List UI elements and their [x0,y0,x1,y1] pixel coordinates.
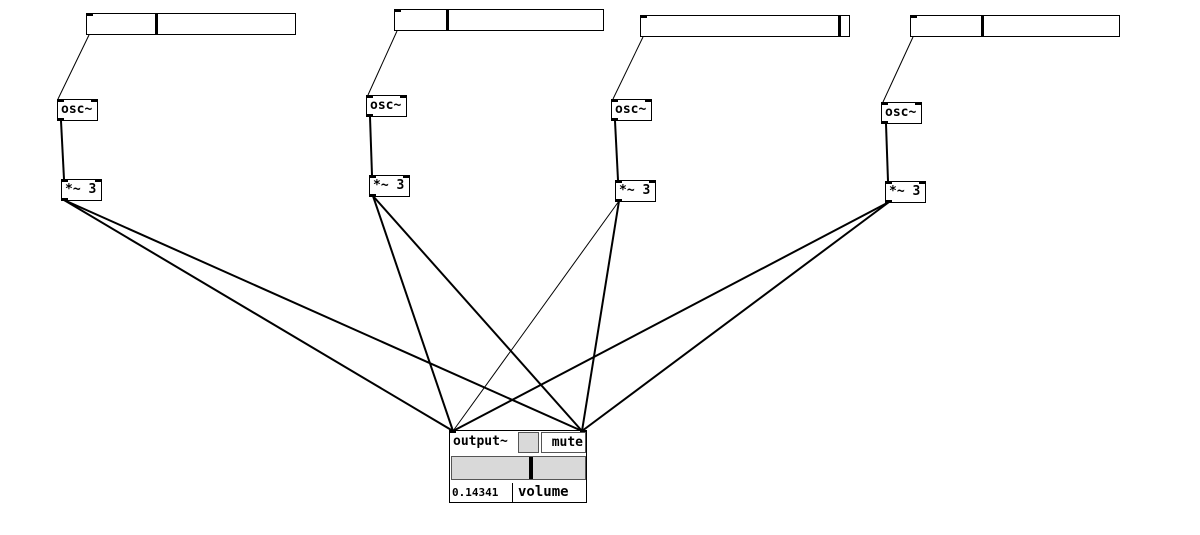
object-label: *~ 3 [373,178,405,193]
slider-inlet [394,9,401,12]
object-label: osc~ [61,102,93,117]
wire-osc1-mul1 [60,120,65,180]
wire-slider4-osc4 [882,36,914,103]
wire-osc4-mul4 [885,123,889,182]
multiply-object[interactable]: *~ 3 [369,175,410,197]
object-label: *~ 3 [65,182,97,197]
wire-mul3-out-right [581,200,620,432]
mute-button[interactable]: mute [541,432,586,453]
inlet [449,430,456,433]
volume-slider-knob[interactable] [529,457,533,479]
osc-object[interactable]: osc~ [611,99,652,121]
wire-slider1-osc1 [57,34,90,100]
inlet [61,179,68,182]
outlet [61,198,68,201]
multiply-object[interactable]: *~ 3 [615,180,656,202]
object-label: *~ 3 [619,183,651,198]
wire-slider2-osc2 [367,30,398,96]
inlet [645,99,652,102]
inlet [400,95,407,98]
inlet [366,95,373,98]
frequency-slider[interactable] [394,9,604,31]
inlet [611,99,618,102]
wire-mul4-out-right [581,201,890,432]
inlet [95,179,102,182]
slider-inlet [86,13,93,16]
wire-osc2-mul2 [369,116,373,176]
osc-object[interactable]: osc~ [366,95,407,117]
output-title: output~ [453,434,508,449]
outlet [366,114,373,117]
wire-mul1-out-left [63,199,454,432]
slider-knob[interactable] [838,16,841,36]
frequency-slider[interactable] [86,13,296,35]
inlet [580,430,587,433]
frequency-slider[interactable] [640,15,850,37]
wire-mul2-out-left [372,195,454,432]
wire-slider3-osc3 [612,36,644,100]
object-label: *~ 3 [889,184,921,199]
slider-inlet [640,15,647,18]
outlet [57,118,64,121]
inlet [369,175,376,178]
inlet [881,102,888,105]
wire-osc3-mul3 [614,120,619,181]
wire-mul1-out-right [63,199,583,432]
multiply-object[interactable]: *~ 3 [61,179,102,201]
outlet [881,121,888,124]
volume-slider[interactable] [451,456,586,480]
volume-number-box[interactable]: 0.14341 [451,483,513,502]
inlet [91,99,98,102]
wire-mul3-out-left [452,200,620,432]
inlet [919,181,926,184]
osc-object[interactable]: osc~ [881,102,922,124]
dsp-toggle[interactable] [518,432,539,453]
slider-knob[interactable] [446,10,449,30]
object-label: osc~ [885,105,917,120]
inlet [403,175,410,178]
outlet [611,118,618,121]
inlet [57,99,64,102]
object-label: osc~ [615,102,647,117]
wire-mul4-out-left [452,201,890,432]
slider-knob[interactable] [155,14,158,34]
multiply-object[interactable]: *~ 3 [885,181,926,203]
volume-label: volume [518,484,569,500]
inlet [615,180,622,183]
outlet [615,199,622,202]
wire-mul2-out-right [372,195,583,432]
slider-inlet [910,15,917,18]
inlet [649,180,656,183]
object-label: osc~ [370,98,402,113]
inlet [915,102,922,105]
frequency-slider[interactable] [910,15,1120,37]
output-module: output~ mute 0.14341 volume [449,430,587,503]
outlet [885,200,892,203]
inlet [885,181,892,184]
outlet [369,194,376,197]
osc-object[interactable]: osc~ [57,99,98,121]
slider-knob[interactable] [981,16,984,36]
